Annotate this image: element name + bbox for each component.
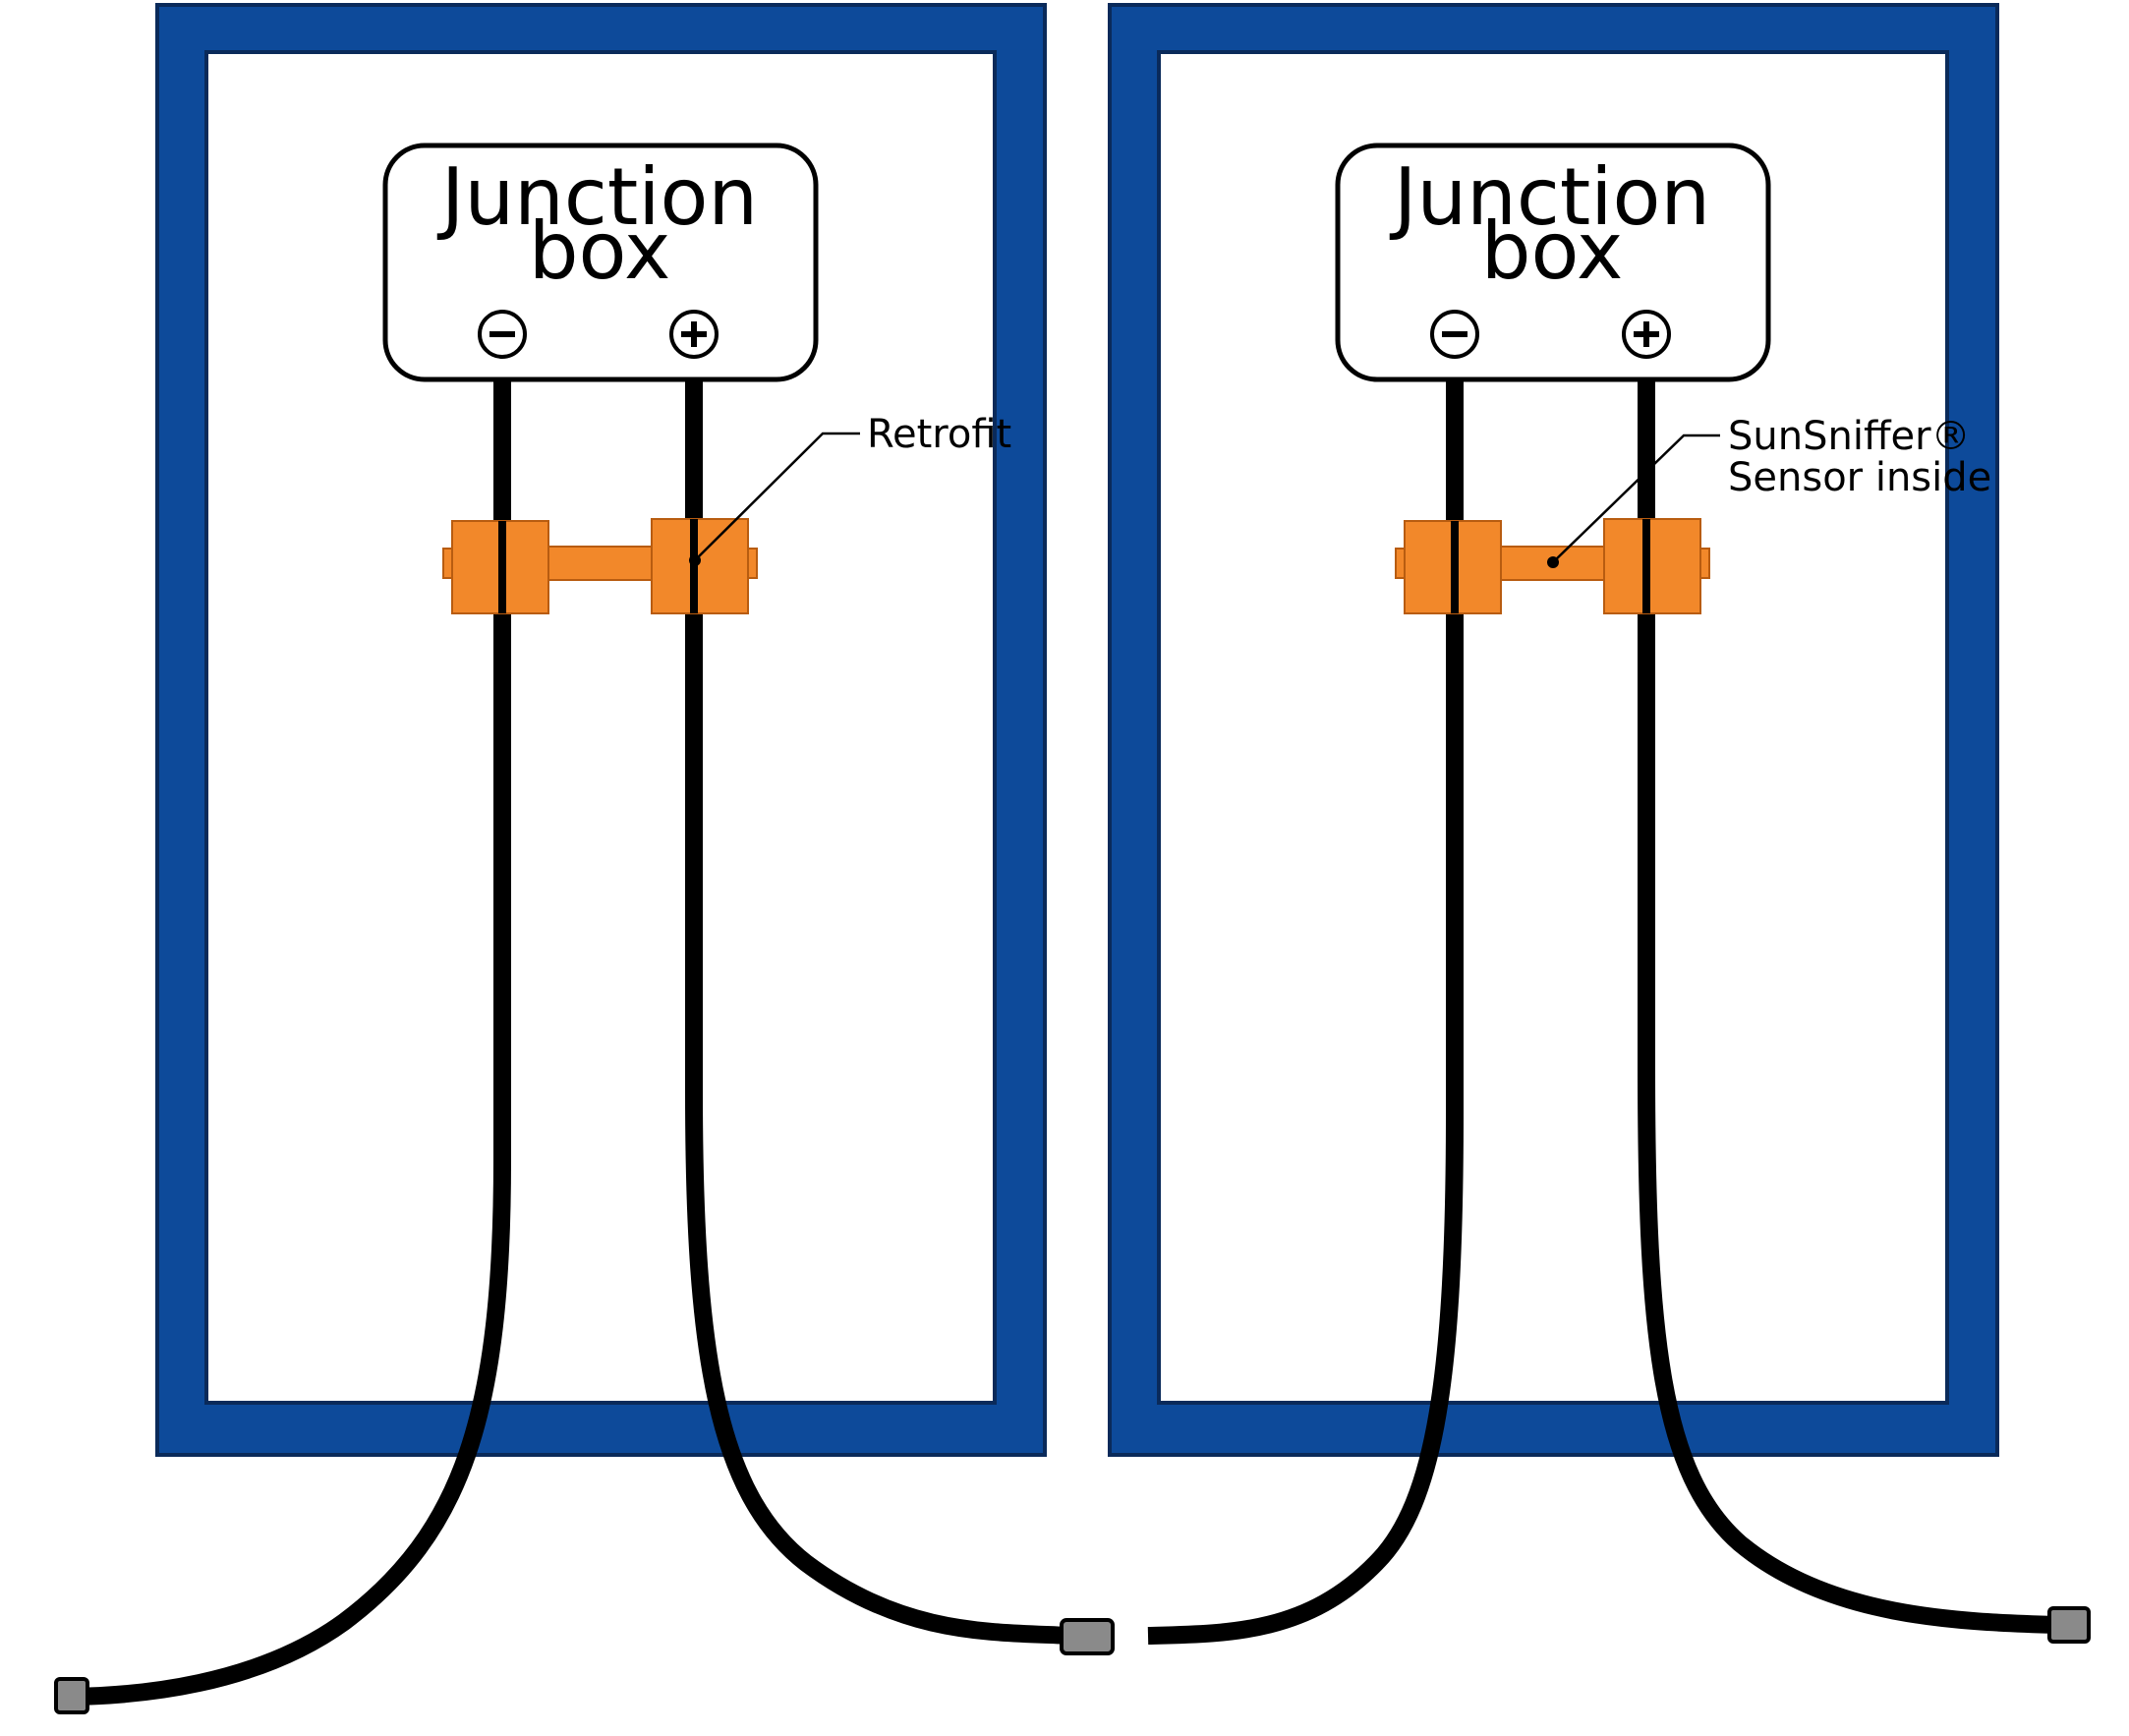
panel-2-negative-cable: [1147, 381, 1464, 1645]
callout-label: Retrofit: [867, 412, 1011, 457]
plus-circle-icon: [1622, 310, 1671, 359]
cable-connector-icon: [54, 1677, 89, 1714]
sensor-clamp-right: [1603, 518, 1701, 614]
callout-leader-line: [1552, 434, 1720, 563]
junction-box-title-line1: Junction: [436, 151, 758, 243]
panel-1-negative-cable: [70, 381, 511, 1706]
callout-label-line2: Sensor inside: [1728, 455, 1991, 500]
sensor-bridge: [545, 546, 655, 581]
connector-left-end: [54, 1677, 89, 1714]
cable-pass-left: [1451, 521, 1459, 613]
panel-1-callout: Retrofit: [689, 412, 1011, 566]
junction-box-title-line1: Junction: [1389, 151, 1710, 243]
callout-label-line1: SunSniffer®: [1728, 414, 1971, 459]
cable-pass-left: [498, 521, 506, 613]
panel-2-callout: SunSniffer® Sensor inside: [1547, 414, 1991, 568]
connector-middle: [1060, 1618, 1115, 1655]
cable-pass-right: [1642, 519, 1650, 613]
panel-1-junction-box: Junction box: [382, 143, 819, 382]
minus-circle-icon: [1430, 310, 1479, 359]
panel-2-sunsniffer-sensor: [1395, 518, 1710, 614]
panel-2-positive-cable: [1638, 381, 2058, 1634]
connector-right-end: [2047, 1606, 2091, 1644]
junction-box-title-line2: box: [529, 205, 671, 297]
panel-1-retrofit-sensor: [442, 518, 758, 614]
minus-circle-icon: [478, 310, 527, 359]
solar-panel-1: Junction box: [70, 3, 1072, 1706]
cable-connector-icon: [1060, 1618, 1115, 1655]
junction-box-title-line2: box: [1481, 205, 1624, 297]
sensor-clamp-right: [651, 518, 749, 614]
panel-1-positive-cable: [685, 381, 1072, 1645]
cable-pass-right: [690, 519, 698, 613]
cable-connector-icon: [2047, 1606, 2091, 1644]
solar-panel-2: Junction box: [1108, 3, 2058, 1645]
callout-leader-line: [694, 432, 860, 561]
plus-circle-icon: [669, 310, 719, 359]
panel-2-junction-box: Junction box: [1335, 143, 1771, 382]
